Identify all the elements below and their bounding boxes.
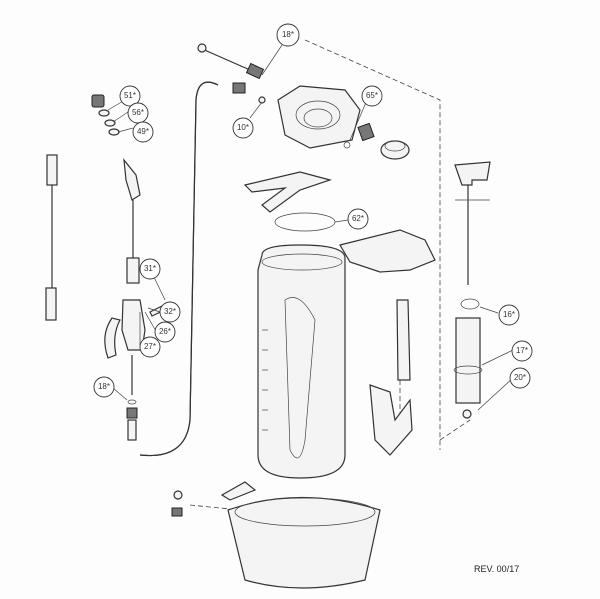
callout-20: 20* xyxy=(509,367,531,389)
callout-18-left: 18* xyxy=(93,376,115,398)
callout-label: 18* xyxy=(282,30,294,39)
callout-label: 32* xyxy=(164,307,176,316)
callout-label: 26* xyxy=(159,327,171,336)
revision-label: REV. 00/17 xyxy=(474,564,520,574)
tank xyxy=(257,244,346,479)
callout-label: 18* xyxy=(98,382,110,391)
callout-label: 27* xyxy=(144,342,156,351)
callout-label: 31* xyxy=(144,264,156,273)
trigger-handle xyxy=(104,299,174,441)
callout-label: 10* xyxy=(237,123,249,132)
leader-lines xyxy=(107,44,514,411)
callout-62: 62* xyxy=(347,208,369,230)
callout-26: 26* xyxy=(154,321,176,343)
hose-highlight xyxy=(139,81,219,457)
callout-label: 49* xyxy=(137,127,149,136)
pump-head xyxy=(277,85,410,160)
callout-27: 27* xyxy=(139,336,161,358)
tank-base xyxy=(171,481,381,589)
valve-assembly xyxy=(197,43,266,104)
lance-assembly xyxy=(91,94,141,284)
callout-32: 32* xyxy=(159,301,181,323)
callout-51: 51* xyxy=(119,85,141,107)
callout-49: 49* xyxy=(132,121,154,143)
callout-label: 65* xyxy=(366,91,378,100)
carry-handle xyxy=(243,171,333,213)
callout-56: 56* xyxy=(127,102,149,124)
callout-label: 17* xyxy=(516,346,528,355)
callout-label: 56* xyxy=(132,108,144,117)
callout-label: 20* xyxy=(514,373,526,382)
callout-31: 31* xyxy=(139,258,161,280)
callout-label: 16* xyxy=(503,310,515,319)
callout-17: 17* xyxy=(511,340,533,362)
pump-cylinder xyxy=(453,161,491,419)
spray-wand xyxy=(45,154,58,321)
callout-label: 51* xyxy=(124,91,136,100)
callout-16: 16* xyxy=(498,304,520,326)
callout-65: 65* xyxy=(361,85,383,107)
callout-18-top: 18* xyxy=(276,23,300,47)
callout-label: 62* xyxy=(352,214,364,223)
strap-bracket xyxy=(339,229,436,273)
callout-10: 10* xyxy=(232,117,254,139)
shoulder-strap xyxy=(369,299,413,456)
tank-level-marks xyxy=(262,329,268,431)
